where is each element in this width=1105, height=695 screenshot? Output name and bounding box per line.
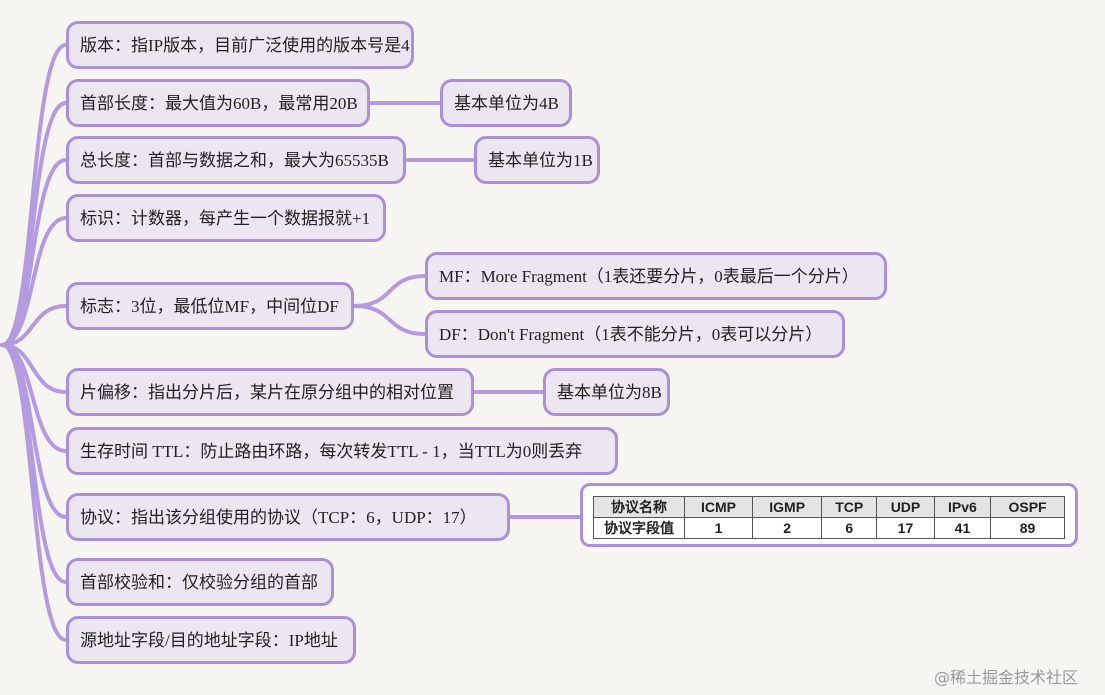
node-addresses: 源地址字段/目的地址字段：IP地址 [66, 616, 356, 664]
table-cell: OSPF [990, 496, 1065, 518]
node-flags: 标志：3位，最低位MF，中间位DF [66, 282, 354, 330]
table-cell: 协议字段值 [593, 517, 685, 539]
node-fragment-offset-unit: 基本单位为8B [543, 368, 670, 416]
watermark: @稀土掘金技术社区 [934, 668, 1079, 687]
table-cell: IGMP [751, 496, 823, 518]
table-cell: ICMP [684, 496, 753, 518]
node-version: 版本：指IP版本，目前广泛使用的版本号是4 [66, 21, 414, 69]
node-total-length-unit: 基本单位为1B [474, 136, 600, 184]
protocol-number-table: 协议名称 ICMP IGMP TCP UDP IPv6 OSPF 协议字段值 1… [580, 483, 1078, 547]
node-checksum: 首部校验和：仅校验分组的首部 [66, 558, 334, 606]
node-flags-mf: MF：More Fragment（1表还要分片，0表最后一个分片） [425, 252, 887, 300]
table-header-row: 协议名称 ICMP IGMP TCP UDP IPv6 OSPF [593, 496, 1065, 518]
table-cell: TCP [821, 496, 878, 518]
node-identification: 标识：计数器，每产生一个数据报就+1 [66, 194, 386, 242]
table-cell: 6 [821, 517, 878, 539]
node-protocol: 协议：指出该分组使用的协议（TCP：6，UDP：17） [66, 493, 510, 541]
node-flags-df: DF：Don't Fragment（1表不能分片，0表可以分片） [425, 310, 845, 358]
node-header-length: 首部长度：最大值为60B，最常用20B [66, 79, 370, 127]
table-cell: 1 [684, 517, 753, 539]
table-cell: 41 [933, 517, 992, 539]
node-ttl: 生存时间 TTL：防止路由环路，每次转发TTL - 1，当TTL为0则丢弃 [66, 427, 618, 475]
table-cell: 89 [990, 517, 1065, 539]
table-cell: IPv6 [933, 496, 992, 518]
node-header-length-unit: 基本单位为4B [440, 79, 572, 127]
table-cell: 2 [751, 517, 823, 539]
table-cell: 17 [876, 517, 935, 539]
node-fragment-offset: 片偏移：指出分片后，某片在原分组中的相对位置 [66, 368, 474, 416]
node-total-length: 总长度：首部与数据之和，最大为65535B [66, 136, 406, 184]
table-cell: 协议名称 [593, 496, 685, 518]
table-row: 协议字段值 1 2 6 17 41 89 [593, 517, 1065, 539]
table-cell: UDP [876, 496, 935, 518]
